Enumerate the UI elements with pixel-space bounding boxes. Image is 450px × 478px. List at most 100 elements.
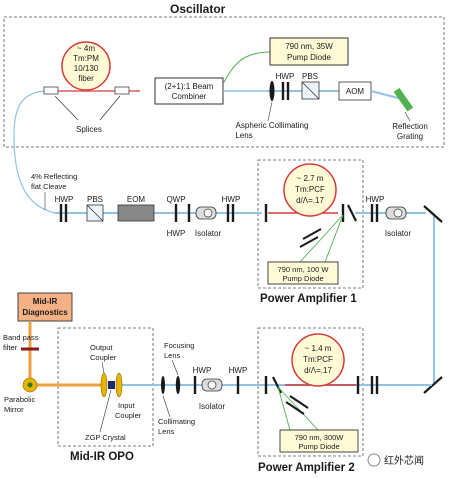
lens-line2: Lens [235,131,252,140]
oscillator-box [3,16,445,148]
chain-mirror-bottom [423,376,443,394]
amp2-fiber-coil [291,333,345,387]
osc-fiber-line1: ~ 4m [77,44,95,53]
osc-pbs-diag [301,81,320,100]
amp1-pump-lens-a [299,236,319,248]
amp1-fiber-line1: ~ 2.7 m [297,174,324,183]
oscillator-title: Oscillator [170,2,226,16]
amp1-pump-line2: Pump Diode [282,274,323,283]
splices-label: Splices [76,125,102,134]
return-hwp1-label: HWP [193,366,212,375]
lens-pointer [267,101,273,122]
osc-aom-label: AOM [346,87,365,96]
cleave-line2: flat Cleave [31,182,66,191]
osc-fiber-line4: fiber [78,74,94,83]
crystal-pointer [99,389,112,433]
amp2-pump-lens-a [285,401,305,415]
osc-pump-diode [269,37,349,66]
amp2-pump-line2: Pump Diode [298,442,339,451]
amp1-fiber-coil [283,163,337,217]
collimating-line2: Lens [158,427,175,436]
splice-right [114,86,130,95]
osc-fiber-line3: 10/130 [74,64,99,73]
input-coupler-line1: Input [118,401,136,410]
amp2-dichroic [272,376,282,394]
amp1-fiber-line2: Tm:PCF [295,185,325,194]
chain-isolator2-label: Isolator [385,229,412,238]
osc-pump-fiber [222,51,271,85]
output-coupler-line2: Coupler [90,353,117,362]
chain-isolator1-label: Isolator [195,229,222,238]
opo-title: Mid-IR OPO [70,451,134,463]
opo-crystal [108,381,115,389]
amp2-title: Power Amplifier 2 [258,462,355,474]
amp2-fiber-line3: d/Λ=.17 [304,366,332,375]
osc-fiber-line2: Tm:PM [73,54,99,63]
opo-input-coupler [115,372,123,398]
output-coupler-pointer [101,361,105,374]
chain-qwp-label: QWP [166,195,185,204]
amp2-pump-cone [277,386,320,431]
amp1-title: Power Amplifier 1 [260,293,357,305]
diagnostics-line1: Mid-IR [33,297,58,306]
parabolic-line2: Mirror [4,405,24,414]
chain-pbs-label: PBS [87,195,103,204]
osc-pump-line2: Pump Diode [287,53,332,62]
amp2-fiber-line1: ~ 1.4 m [305,344,332,353]
amp1-dichroic [347,204,357,222]
combiner-line1: (2+1):1 Beam [165,82,214,91]
osc-hwp-label: HWP [276,72,295,81]
lens-line1: Aspheric Collimating [236,121,309,130]
parabolic-mirror-center [27,382,33,388]
chain-isolator2-core [393,208,403,218]
amp2-fiber-line2: Tm:PCF [303,355,333,364]
output-coupler-line1: Output [90,343,113,352]
parabolic-line1: Parabolic [4,395,36,404]
focusing-line2: Lens [164,351,181,360]
chain-hwp1-label: HWP [55,195,74,204]
chain-eom-label: EOM [127,195,146,204]
bandpass-line2: filter [3,343,18,352]
amp1-pump-cone [298,214,344,263]
watermark-icon [367,453,381,467]
mid-ir-diagnostics [17,292,73,322]
reflection-grating [393,87,414,112]
amp2-pump-lens-b [289,395,309,409]
chain-hwp4-label: HWP [366,195,385,204]
crystal-label: ZGP Crystal [85,433,126,442]
opo-output-coupler [100,372,108,398]
diagnostics-line2: Diagnostics [22,308,68,317]
chain-isolator1-core [203,208,213,218]
return-isolator-core [207,380,217,390]
oscillator-fiber-coil [61,41,111,91]
return-isolator-label: Isolator [199,402,226,411]
chain-pbs-diag [86,204,104,222]
amp2-pump-line1: 790 nm, 300W [295,433,345,442]
chain-hwp3-label: HWP [222,195,241,204]
beam-combiner [154,77,224,105]
oscillator-output-fiber [13,90,56,214]
splice-pointer-right [99,95,121,121]
opo-box [57,327,154,447]
collimating-pointer [162,395,171,418]
aspheric-lens [269,81,275,101]
osc-pbs-label: PBS [302,72,318,81]
amp2-box [257,327,364,457]
grating-pointer [404,111,411,122]
focusing-pointer [171,359,179,376]
chain-eom [117,204,155,222]
collimating-line1: Collimating [158,417,195,426]
splice-pointer-left [54,95,79,121]
focusing-lens [175,376,181,394]
splice-left [43,86,59,95]
amp2-pump-diode [279,429,359,453]
osc-pump-line1: 790 nm, 35W [285,42,333,51]
amp1-pump-diode [267,261,339,285]
cleave-line1: 4% Reflecting [31,172,77,181]
chain-mirror-top [423,205,443,223]
grating-line2: Grating [397,132,423,141]
watermark-text: 红外芯闻 [384,454,424,467]
focusing-line1: Focusing [164,341,194,350]
bandpass-line1: Band pass [3,333,39,342]
